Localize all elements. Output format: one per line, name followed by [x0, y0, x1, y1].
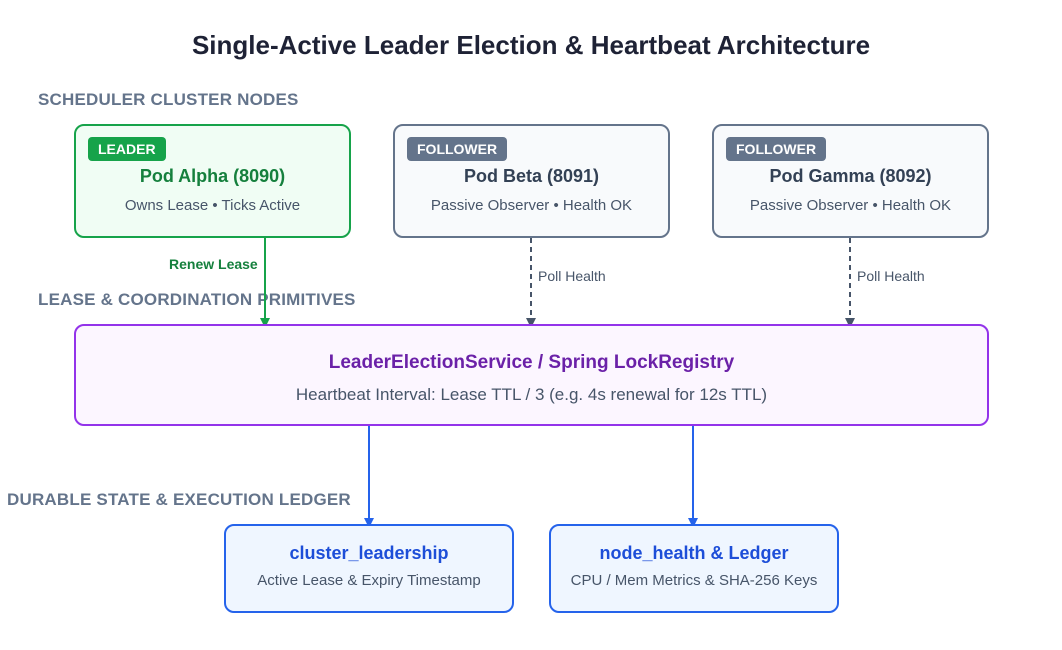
- section-label-primitives: LEASE & COORDINATION PRIMITIVES: [38, 290, 356, 309]
- section-label-nodes: SCHEDULER CLUSTER NODES: [38, 90, 299, 109]
- node-pod-alpha: LEADER Pod Alpha (8090) Owns Lease • Tic…: [74, 124, 351, 238]
- node-pod-gamma: FOLLOWER Pod Gamma (8092) Passive Observ…: [712, 124, 989, 238]
- node-name: Pod Beta (8091): [463, 166, 600, 186]
- follower-badge: FOLLOWER: [407, 137, 508, 161]
- poll-health-label-gamma: Poll Health: [857, 268, 925, 284]
- section-label-ledger: DURABLE STATE & EXECUTION LEDGER: [7, 490, 351, 509]
- store-cluster-leadership: cluster_leadership Active Lease & Expiry…: [224, 524, 514, 613]
- follower-badge: FOLLOWER: [726, 137, 827, 161]
- node-pod-beta: FOLLOWER Pod Beta (8091) Passive Observe…: [393, 124, 670, 238]
- store-description: CPU / Mem Metrics & SHA-256 Keys: [570, 572, 818, 589]
- renew-lease-label: Renew Lease: [169, 256, 258, 272]
- diagram-title: Single-Active Leader Election & Heartbea…: [191, 30, 871, 60]
- node-name: Pod Alpha (8090): [139, 166, 286, 186]
- store-name: cluster_leadership: [289, 543, 449, 563]
- store-node-health-ledger: node_health & Ledger CPU / Mem Metrics &…: [549, 524, 839, 613]
- node-description: Owns Lease • Ticks Active: [124, 197, 301, 214]
- store-name: node_health & Ledger: [599, 543, 789, 563]
- service-description: Heartbeat Interval: Lease TTL / 3 (e.g. …: [295, 385, 768, 404]
- service-name: LeaderElectionService / Spring LockRegis…: [328, 352, 735, 373]
- node-description: Passive Observer • Health OK: [749, 197, 952, 214]
- node-name: Pod Gamma (8092): [769, 166, 932, 186]
- poll-health-label-beta: Poll Health: [538, 268, 606, 284]
- store-description: Active Lease & Expiry Timestamp: [257, 572, 481, 589]
- node-description: Passive Observer • Health OK: [430, 197, 633, 214]
- leader-badge: LEADER: [88, 137, 166, 161]
- leader-election-service: LeaderElectionService / Spring LockRegis…: [74, 324, 989, 426]
